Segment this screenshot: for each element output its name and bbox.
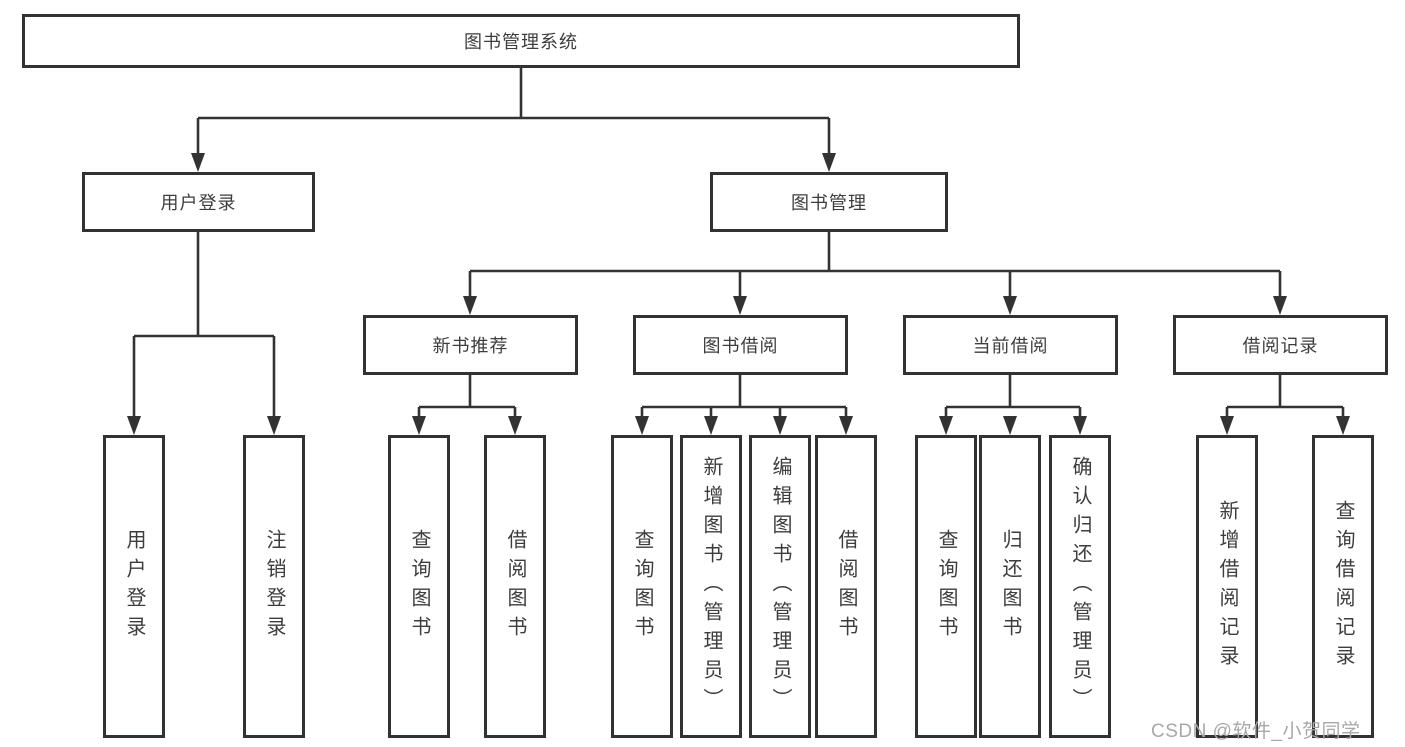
node-user-login: 用户登录 xyxy=(82,172,315,232)
node-records-query-record: 查询借阅记录 xyxy=(1312,435,1374,738)
node-leaf-user-login: 用户登录 xyxy=(103,435,165,738)
node-root: 图书管理系统 xyxy=(22,14,1020,68)
node-current-borrow: 当前借阅 xyxy=(903,315,1118,375)
node-borrow-borrow-books: 借阅图书 xyxy=(815,435,877,738)
node-book-management: 图书管理 xyxy=(710,172,948,232)
node-recommend-borrow-books: 借阅图书 xyxy=(484,435,546,738)
node-borrow-add-books-admin: 新增图书（管理员） xyxy=(680,435,742,738)
node-current-return-books: 归还图书 xyxy=(979,435,1041,738)
node-borrow-query-books: 查询图书 xyxy=(611,435,673,738)
node-records-add-record: 新增借阅记录 xyxy=(1196,435,1258,738)
node-current-confirm-return-admin: 确认归还（管理员） xyxy=(1049,435,1111,738)
node-book-borrow: 图书借阅 xyxy=(633,315,848,375)
csdn-watermark: CSDN @软件_小贺同学 xyxy=(1151,721,1361,742)
node-current-query-books: 查询图书 xyxy=(915,435,977,738)
node-borrow-records: 借阅记录 xyxy=(1173,315,1388,375)
node-leaf-logout: 注销登录 xyxy=(243,435,305,738)
node-new-book-recommend: 新书推荐 xyxy=(363,315,578,375)
node-recommend-query-books: 查询图书 xyxy=(388,435,450,738)
node-borrow-edit-books-admin: 编辑图书（管理员） xyxy=(749,435,811,738)
